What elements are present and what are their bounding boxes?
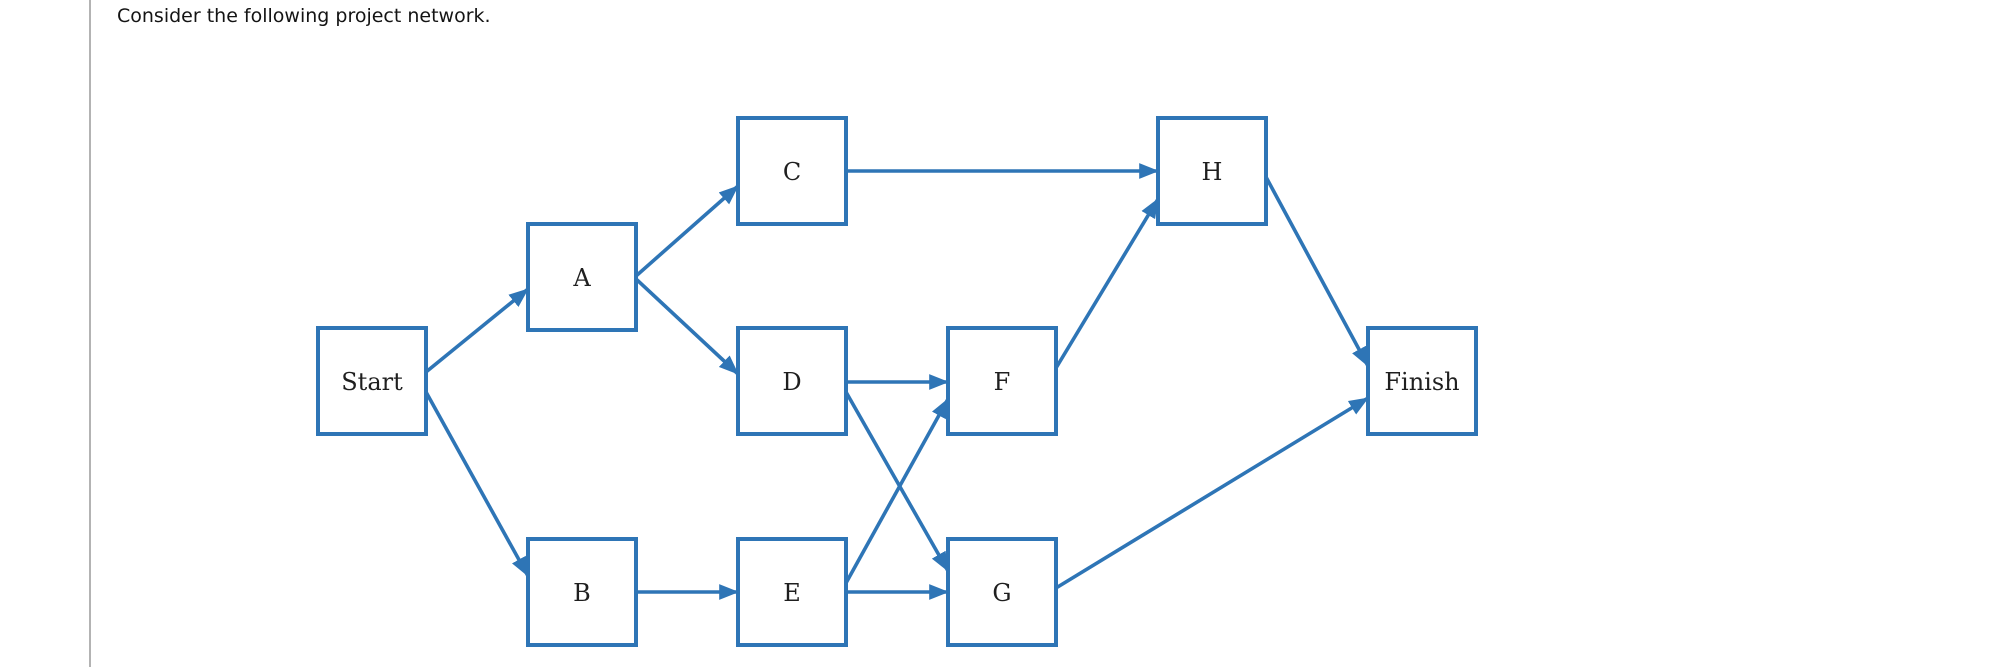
node-label-b: B [573, 579, 591, 607]
question-text: Consider the following project network. [117, 5, 491, 27]
node-d: D [736, 326, 848, 436]
node-box-h [1156, 116, 1268, 226]
node-label-h: H [1202, 158, 1223, 186]
node-c: C [736, 116, 848, 226]
edge-start-b [424, 391, 530, 577]
edge-g-finish [1055, 396, 1369, 590]
nodes-layer: Start A B C D E F G H Finish [316, 116, 1478, 647]
edge-a-d [634, 277, 740, 376]
node-h: H [1156, 116, 1268, 226]
edges-layer [424, 163, 1370, 600]
node-label-a: A [572, 264, 591, 292]
edge-start-a [424, 287, 530, 374]
node-label-g: G [992, 579, 1011, 607]
node-box-c [736, 116, 848, 226]
node-box-b [526, 537, 638, 647]
node-label-f: F [994, 368, 1011, 396]
node-start: Start [316, 326, 428, 436]
edge-f-h [1054, 198, 1160, 369]
left-border-divider [89, 0, 91, 667]
node-box-a [526, 222, 638, 332]
edge-a-c [634, 184, 740, 278]
node-label-e: E [783, 579, 801, 607]
node-label-d: D [782, 368, 801, 396]
node-finish: Finish [1366, 326, 1478, 436]
node-label-finish: Finish [1384, 368, 1459, 396]
node-box-finish [1366, 326, 1478, 436]
node-e: E [736, 537, 848, 647]
node-g: G [946, 537, 1058, 647]
node-box-e [736, 537, 848, 647]
edge-d-g [844, 391, 950, 572]
edge-e-f [844, 398, 950, 584]
node-a: A [526, 222, 638, 332]
node-label-start: Start [341, 368, 403, 396]
node-box-f [946, 326, 1058, 436]
edge-h-finish [1264, 176, 1370, 367]
node-box-g [946, 537, 1058, 647]
node-f: F [946, 326, 1058, 436]
node-box-d [736, 326, 848, 436]
node-b: B [526, 537, 638, 647]
node-box-start [316, 326, 428, 436]
node-label-c: C [783, 158, 801, 186]
